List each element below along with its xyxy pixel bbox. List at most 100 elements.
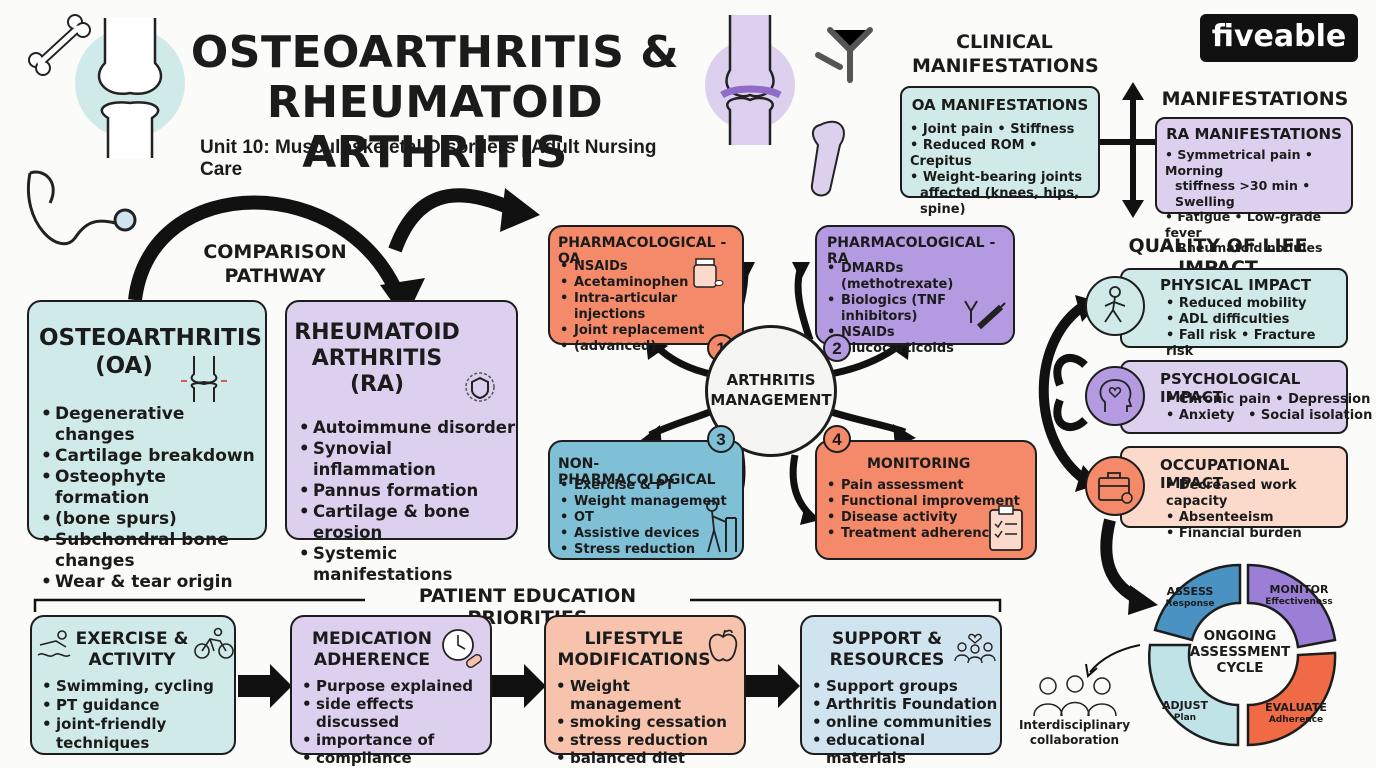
care-team-icon	[1033, 675, 1117, 717]
exercise-title-line-1: EXERCISE &	[75, 629, 189, 649]
list-item: Autoimmune disorder	[299, 417, 516, 438]
list-item: importance of	[302, 731, 490, 749]
oa-list: Degenerative changes Cartilage breakdown…	[41, 404, 265, 593]
page-title: OSTEOARTHRITIS & RHEUMATOID ARTHRITIS	[170, 28, 700, 178]
support-title: SUPPORT & RESOURCES	[822, 629, 952, 671]
list-item: Acetaminophen	[560, 275, 742, 291]
exercise-title: EXERCISE & ACTIVITY	[62, 629, 202, 671]
medication-title-line-2: ADHERENCE	[313, 650, 431, 670]
joint-illustrations	[705, 15, 873, 197]
cycle-center-line-3: CYCLE	[1216, 660, 1264, 676]
list-item: • Reduced ROM • Crepitus	[910, 138, 1038, 169]
title-line-1: OSTEOARTHRITIS &	[190, 27, 680, 78]
list-item: Swimming, cycling	[42, 677, 234, 696]
ra-list: Autoimmune disorder Synovial inflammatio…	[299, 417, 516, 585]
psychological-impact-list: • Chronic pain • Depression • Anxiety • …	[1166, 392, 1372, 424]
list-item: OT	[560, 510, 727, 526]
psychological-impact-card: PSYCHOLOGICAL IMPACT • Chronic pain • De…	[1120, 360, 1372, 434]
list-item: Weight management	[560, 494, 727, 510]
list-item: educational materials	[812, 731, 1000, 767]
oa-manifestations-title: OA MANIFESTATIONS	[911, 96, 1089, 114]
oa-title-line-1: OSTEOARTHRITIS	[39, 325, 262, 351]
list-item: • Symmetrical pain • Morning	[1165, 147, 1313, 178]
list-item: Arthritis Foundation	[812, 695, 1000, 713]
occupational-impact-list: • Decreased work capacity • Absenteeism …	[1166, 478, 1346, 542]
list-item: Weight management	[556, 677, 744, 713]
list-item: Disease activity	[827, 510, 1020, 526]
list-item: Pannus formation	[299, 480, 516, 501]
medical-illustrations	[26, 14, 185, 246]
collaboration-label: Interdisciplinary collaboration	[1012, 718, 1137, 748]
list-item: NSAIDs	[827, 325, 1013, 341]
hub-label-line-1: ARTHRITIS	[726, 371, 816, 389]
cycle-evaluate: EVALUATE Adherence	[1256, 702, 1336, 726]
list-item: stress reduction	[556, 731, 744, 749]
list-item: Synovial inflammation	[299, 438, 516, 480]
list-item: • Financial burden	[1166, 526, 1302, 541]
monitoring-list: Pain assessment Functional improvement D…	[827, 478, 1020, 542]
management-hub-label: ARTHRITIS MANAGEMENT	[708, 370, 834, 410]
bone-icon	[28, 14, 91, 76]
walker-icon	[706, 500, 737, 553]
lifestyle-title-line-2: MODIFICATIONS	[557, 650, 711, 670]
list-item: affected (knees, hips, spine)	[920, 186, 1080, 217]
psychological-impact-title: PSYCHOLOGICAL IMPACT	[1160, 370, 1301, 406]
nonpharm-card: NON-PHARMACOLOGICAL Exercise & PT Weight…	[548, 440, 744, 560]
knee-icon	[181, 356, 227, 402]
manifestations-label: MANIFESTATIONS	[1161, 88, 1349, 110]
list-item: Wear & tear origin	[41, 572, 265, 593]
list-item: compliance	[302, 749, 490, 767]
clipboard-icon	[989, 505, 1023, 551]
cycle-assess-sub: Response	[1165, 599, 1215, 609]
apple-icon	[708, 629, 738, 662]
list-item: Biologics (TNF inhibitors)	[827, 293, 1013, 325]
list-item: Functional improvement	[827, 494, 1020, 510]
education-exercise-card: EXERCISE & ACTIVITY Swimming, cycling PT…	[30, 615, 236, 755]
list-item: • Absenteeism	[1166, 510, 1274, 525]
hub-label-line-2: MANAGEMENT	[710, 391, 832, 409]
list-item: • Chronic pain • Depression	[1166, 392, 1371, 407]
ra-manifestations-card: RA MANIFESTATIONS • Symmetrical pain • M…	[1155, 117, 1353, 255]
education-support-card: SUPPORT & RESOURCES Support groups Arthr…	[800, 615, 1002, 767]
comparison-label-line-1: COMPARISON	[203, 241, 347, 263]
list-item: Purpose explained	[302, 677, 490, 695]
monitoring-card: MONITORING Pain assessment Functional im…	[815, 440, 1037, 560]
badge-number-3: 3	[707, 425, 735, 453]
list-item: stiffness >30 min • Swelling	[1175, 178, 1311, 209]
list-item: Support groups	[812, 677, 1000, 695]
list-item: smoking cessation	[556, 713, 744, 731]
list-item: • Decreased work capacity	[1166, 478, 1297, 509]
education-lifestyle-card: LIFESTYLE MODIFICATIONS Weight managemen…	[544, 615, 746, 767]
list-item: Intra-articular injections	[560, 291, 742, 323]
medication-list: Purpose explained side effects discussed…	[302, 677, 490, 767]
badge-number-4: 4	[823, 425, 851, 453]
support-group-icon	[954, 633, 996, 664]
list-item: Treatment adherence	[827, 526, 1020, 542]
swimmer-icon	[37, 630, 71, 657]
list-item: online communities	[812, 713, 1000, 731]
physical-impact-list: • Reduced mobility • ADL difficulties • …	[1166, 296, 1346, 360]
list-item: Cartilage & bone erosion	[299, 501, 516, 543]
education-medication-card: MEDICATION ADHERENCE Purpose explained s…	[290, 615, 492, 767]
cycle-monitor-title: MONITOR	[1269, 583, 1329, 596]
medication-title: MEDICATION ADHERENCE	[302, 629, 442, 671]
list-item: • Joint pain • Stiffness	[910, 122, 1075, 137]
education-title: PATIENT EDUCATION PRIORITIES	[418, 585, 637, 629]
list-item: Systemic manifestations	[299, 543, 516, 585]
list-item: NSAIDs	[560, 259, 742, 275]
cycle-adjust-sub: Plan	[1173, 713, 1197, 723]
list-item: • Reduced mobility	[1166, 296, 1307, 311]
cycle-evaluate-sub: Adherence	[1268, 715, 1324, 725]
list-item: • Fatigue • Low-grade fever	[1165, 209, 1322, 240]
list-item: side effects discussed	[302, 695, 490, 731]
pharm-oa-card: PHARMACOLOGICAL - OA NSAIDs Acetaminophe…	[548, 225, 744, 355]
cycle-center-label: ONGOING ASSESSMENT CYCLE	[1180, 628, 1300, 676]
ra-title-line-1: RHEUMATOID	[294, 320, 460, 345]
list-item: • ADL difficulties	[1166, 312, 1290, 327]
list-item: • Rheumatoid nodules	[1165, 240, 1323, 255]
list-item: Cartilage breakdown	[41, 446, 265, 467]
cyclist-icon	[194, 627, 234, 659]
mobility-icon	[1085, 276, 1145, 336]
clinical-title-line-1: CLINICAL	[956, 31, 1053, 53]
lifestyle-list: Weight management smoking cessation stre…	[556, 677, 744, 767]
